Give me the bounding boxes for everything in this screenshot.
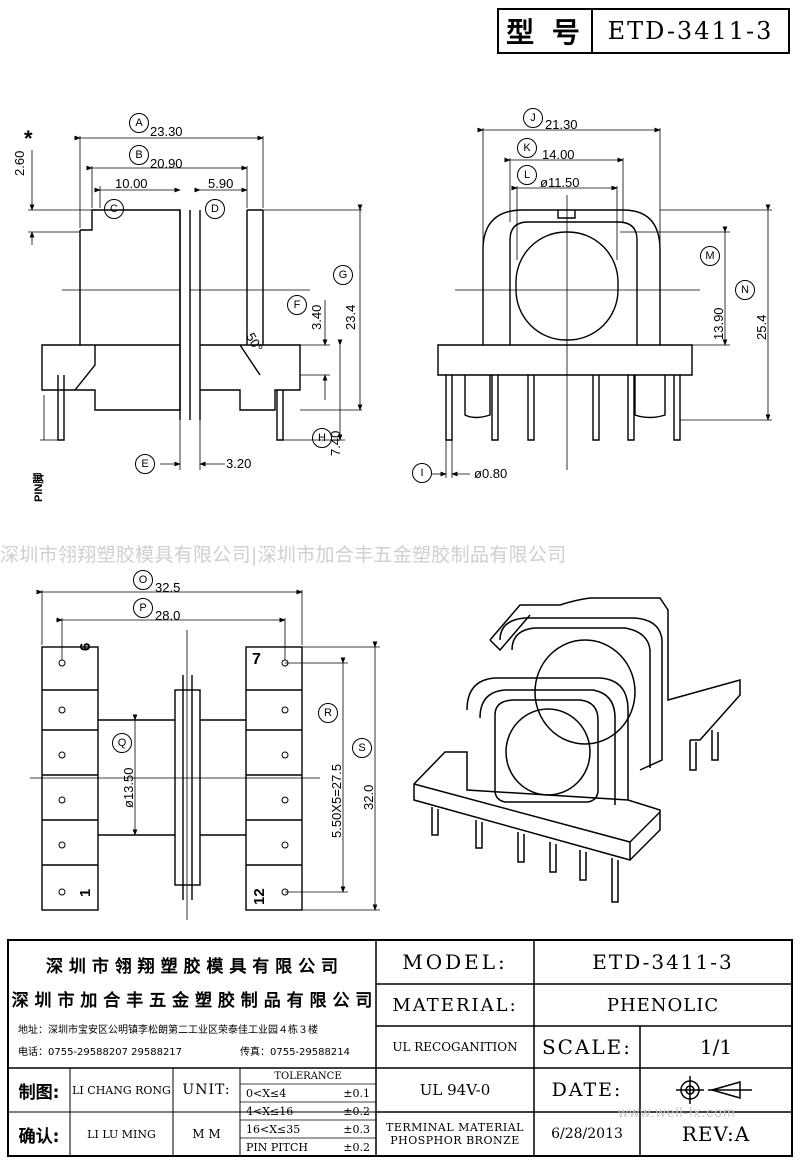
date-label: DATE: xyxy=(551,1079,623,1101)
tolerance-title: TOLERANCE xyxy=(274,1070,342,1082)
header-model-value: ETD-3411-3 xyxy=(607,17,774,45)
company-phone: 电话：0755-29588207 29588217 xyxy=(18,1046,183,1058)
letter-E: E xyxy=(135,454,155,474)
scale-value: 1/1 xyxy=(699,1035,733,1059)
header-model-label: 型 号 xyxy=(499,10,593,52)
letter-C: C xyxy=(104,199,124,219)
model-value: ETD-3411-3 xyxy=(592,950,734,974)
unit-label: UNIT: xyxy=(182,1082,231,1098)
letter-F: F xyxy=(287,295,307,315)
letter-S: S xyxy=(352,738,372,758)
dim-E: 3.20 xyxy=(226,456,252,471)
dim-J: 21.30 xyxy=(545,117,578,132)
front-view xyxy=(41,209,301,441)
dim-P: 28.0 xyxy=(155,608,181,623)
tolerance-row-2: 16<X≤35 ±0.3 xyxy=(240,1120,376,1138)
letter-B: B xyxy=(129,145,149,165)
letter-A: A xyxy=(129,113,149,133)
letter-D: D xyxy=(205,199,225,219)
letter-P: P xyxy=(133,598,153,618)
dim-A: 23.30 xyxy=(150,124,183,139)
letter-L: L xyxy=(517,165,537,185)
letter-R: R xyxy=(318,703,338,723)
company-address: 地址：深圳市宝安区公明镇李松朗第二工业区荣泰佳工业园４栋３楼 xyxy=(18,1024,318,1036)
dim-L: ø11.50 xyxy=(540,175,580,190)
company-name-2: 深 圳 市 加 合 丰 五 金 塑 胶 制 品 有 限 公 司 xyxy=(11,990,373,1011)
letter-I: I xyxy=(412,463,432,483)
header-model-box: 型 号 ETD-3411-3 xyxy=(497,8,790,54)
letter-O: O xyxy=(133,570,153,590)
terminal-material: TERMINAL MATERIAL PHOSPHOR BRONZE xyxy=(376,1114,534,1154)
company-fax: 传真：0755-29588214 xyxy=(240,1046,350,1058)
scale-label: SCALE: xyxy=(541,1035,633,1059)
dim-D-val: 5.90 xyxy=(208,176,234,191)
dim-K: 14.00 xyxy=(542,147,575,162)
drawn-label: 制图: xyxy=(18,1082,60,1103)
terminal-label-line2: PHOSPHOR BRONZE xyxy=(390,1134,520,1147)
watermark-text: 深圳市翎翔塑胶模具有限公司|深圳市加合丰五金塑胶制品有限公司 xyxy=(0,544,567,566)
star-mark: * xyxy=(24,126,33,151)
tolerance-value: ±0.2 xyxy=(343,1140,370,1154)
ul-value: UL 94V-0 xyxy=(419,1081,491,1099)
letter-J: J xyxy=(523,108,543,128)
company-name-1: 深 圳 市 翎 翔 塑 胶 模 具 有 限 公 司 xyxy=(45,956,339,977)
tolerance-value: ±0.2 xyxy=(343,1104,370,1118)
side-view-dims xyxy=(432,127,772,478)
letter-N: N xyxy=(735,280,755,300)
tolerance-row-0: 0<X≤4 ±0.1 xyxy=(240,1084,376,1102)
tolerance-value: ±0.1 xyxy=(343,1086,370,1100)
tolerance-range: 4<X≤16 xyxy=(246,1104,294,1118)
letter-Q: Q xyxy=(112,733,132,753)
letter-K: K xyxy=(517,138,537,158)
model-label: MODEL: xyxy=(402,950,508,974)
dim-I: ø0.80 xyxy=(474,466,508,481)
dim-O: 32.5 xyxy=(155,580,181,595)
terminal-label-line1: TERMINAL MATERIAL xyxy=(386,1121,524,1134)
drawn-value: LI CHANG RONG xyxy=(72,1083,171,1097)
tolerance-range: 0<X≤4 xyxy=(246,1086,287,1100)
tolerance-row-1: 4<X≤16 ±0.2 xyxy=(240,1102,376,1120)
tolerance-range: PIN PITCH xyxy=(246,1140,308,1154)
website-watermark: www.well-lx.com xyxy=(618,1104,736,1120)
date-value: 6/28/2013 xyxy=(551,1126,623,1142)
bottom-view-dims xyxy=(30,589,380,920)
isometric-view xyxy=(413,597,741,903)
material-label: MATERIAL: xyxy=(392,994,518,1016)
tolerance-value: ±0.3 xyxy=(343,1122,370,1136)
check-label: 确认: xyxy=(18,1126,60,1147)
material-value: PHENOLIC xyxy=(606,994,720,1016)
letter-G: G xyxy=(333,265,353,285)
letter-H: H xyxy=(312,428,332,448)
tolerance-row-3: PIN PITCH ±0.2 xyxy=(240,1138,376,1156)
check-value: LI LU MING xyxy=(87,1127,156,1141)
front-view-dims xyxy=(28,135,363,470)
rev-label: REV:A xyxy=(681,1122,751,1146)
technical-drawing xyxy=(28,127,772,920)
tolerance-range: 16<X≤35 xyxy=(246,1122,301,1136)
ul-label: UL RECOGANITION xyxy=(392,1040,518,1054)
unit-value: M M xyxy=(192,1127,221,1141)
letter-M: M xyxy=(700,246,720,266)
pin-number-7: 7 xyxy=(252,651,261,668)
dim-B: 20.90 xyxy=(150,156,183,171)
label-layer: A B C D E F G H I J K L M N O P Q R S 23… xyxy=(12,108,769,905)
dim-C-val: 10.00 xyxy=(115,176,148,191)
projection-symbol-icon xyxy=(676,1076,752,1104)
